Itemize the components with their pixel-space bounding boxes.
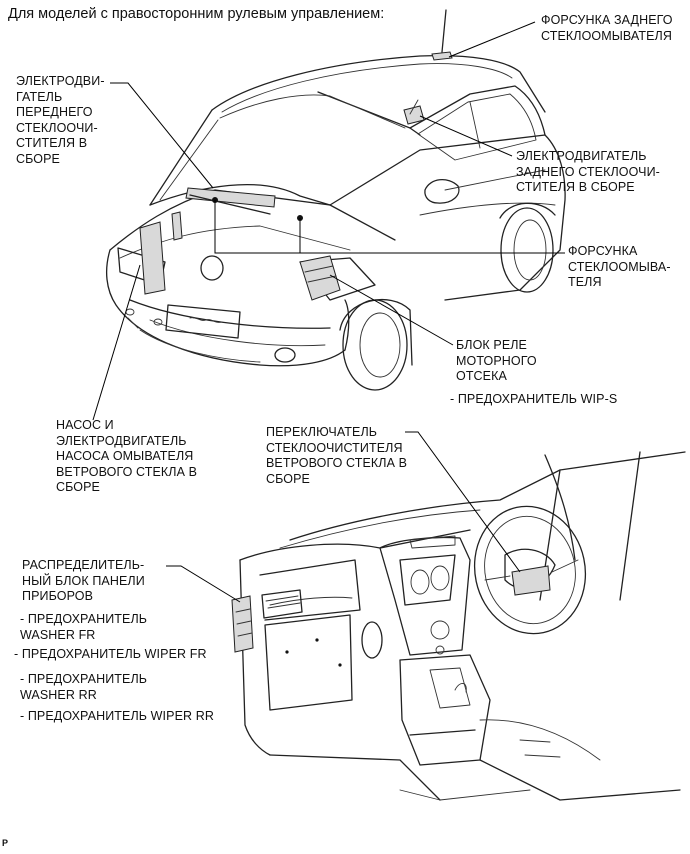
label-washer-pump: НАСОС И ЭЛЕКТРОДВИГАТЕЛЬ НАСОСА ОМЫВАТЕЛ…	[56, 418, 198, 494]
leader-lines	[92, 21, 565, 603]
label-engine-relay-block: БЛОК РЕЛЕ МОТОРНОГО ОТСЕКА	[456, 338, 537, 383]
label-instrument-panel-block: РАСПРЕДЕЛИТЕЛЬ- НЫЙ БЛОК ПАНЕЛИ ПРИБОРОВ	[22, 558, 145, 603]
label-fuse-washer-rr: - ПРЕДОХРАНИТЕЛЬ WASHER RR	[20, 672, 148, 702]
label-front-wiper-motor: ЭЛЕКТРОДВИ- ГАТЕЛЬ ПЕРЕДНЕГО СТЕКЛООЧИ- …	[16, 74, 105, 166]
label-fuse-wip-s: - ПРЕДОХРАНИТЕЛЬ WIP-S	[450, 392, 618, 406]
interior-drawing	[231, 451, 686, 801]
label-fuse-wiper-rr: - ПРЕДОХРАНИТЕЛЬ WIPER RR	[20, 709, 214, 723]
label-rear-washer-nozzle: ФОРСУНКА ЗАДНЕГО СТЕКЛООМЫВАТЕЛЯ	[541, 13, 673, 43]
label-rear-wiper-motor: ЭЛЕКТРОДВИГАТЕЛЬ ЗАДНЕГО СТЕКЛООЧИ- СТИТ…	[516, 149, 660, 194]
label-wiper-switch: ПЕРЕКЛЮЧАТЕЛЬ СТЕКЛООЧИСТИТЕЛЯ ВЕТРОВОГО…	[266, 425, 408, 486]
car-body-drawing	[105, 9, 566, 391]
footer-code: P	[2, 838, 9, 848]
label-washer-nozzle: ФОРСУНКА СТЕКЛООМЫВА- ТЕЛЯ	[568, 244, 671, 289]
diagram-caption: Для моделей с правосторонним рулевым упр…	[8, 6, 385, 22]
label-fuse-washer-fr: - ПРЕДОХРАНИТЕЛЬ WASHER FR	[20, 612, 148, 642]
label-fuse-wiper-fr: - ПРЕДОХРАНИТЕЛЬ WIPER FR	[14, 647, 207, 661]
